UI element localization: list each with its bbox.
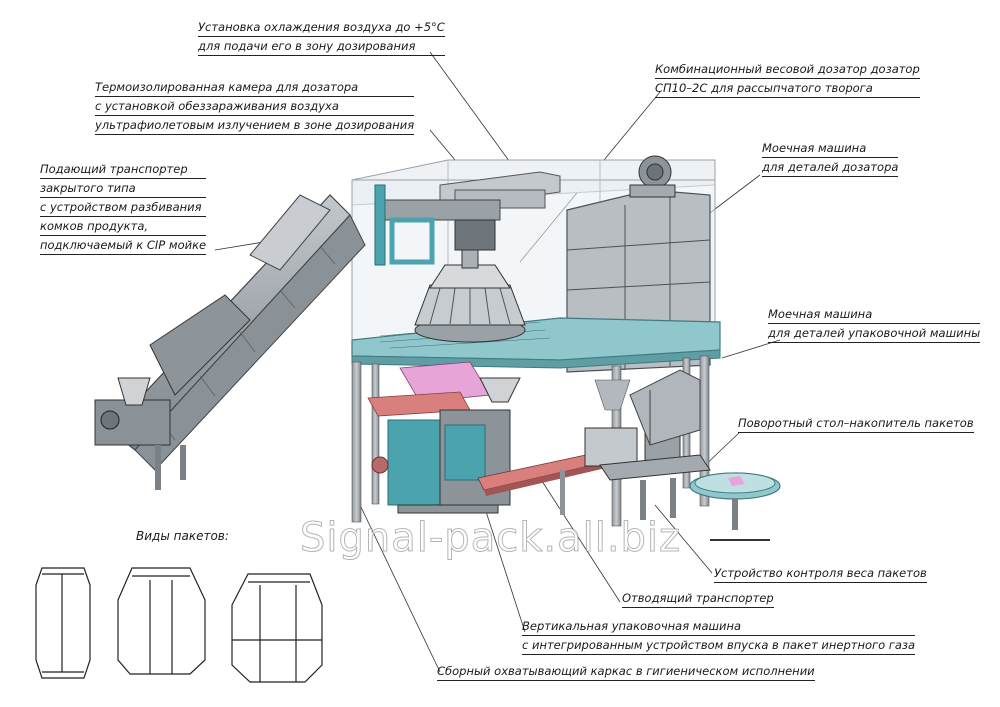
bag-3: [231, 573, 323, 683]
label-thermo-chamber: Термоизолированная камера для дозатора с…: [95, 78, 415, 135]
label-washer-packer: Моечная машина для деталей упаковочной м…: [768, 305, 981, 343]
bag-1: [35, 567, 91, 679]
combination-weigher: [414, 249, 526, 343]
watermark: Signal-pack.all.biz: [299, 515, 682, 562]
label-outfeed-conveyor: Отводящий транспортер: [622, 589, 774, 608]
vffs-machine: [367, 361, 521, 514]
label-checkweigher: Устройство контроля веса пакетов: [714, 564, 927, 583]
label-combination-weigher: Комбинационный весовой дозатор дозатор С…: [655, 60, 920, 98]
label-rotary-table: Поворотный стол–накопитель пакетов: [738, 414, 974, 433]
bag-2: [117, 567, 206, 675]
washer-packer: [629, 369, 701, 446]
rotary-table: [689, 472, 781, 541]
label-feed-conveyor: Подающий транспортер закрытого типа с ус…: [40, 160, 207, 255]
label-vffs-machine: Вертикальная упаковочная машина с интегр…: [522, 617, 916, 655]
feed-conveyor: [94, 194, 366, 490]
bag-types-title: Виды пакетов:: [136, 529, 229, 543]
label-cooling-unit: Установка охлаждения воздуха до +5°С для…: [198, 18, 445, 56]
bag-types: [35, 567, 323, 683]
cooling-unit: [374, 171, 561, 266]
label-washer-doser: Моечная машина для деталей дозатора: [762, 139, 899, 177]
label-frame: Сборный охватывающий каркас в гигиеничес…: [437, 662, 815, 681]
